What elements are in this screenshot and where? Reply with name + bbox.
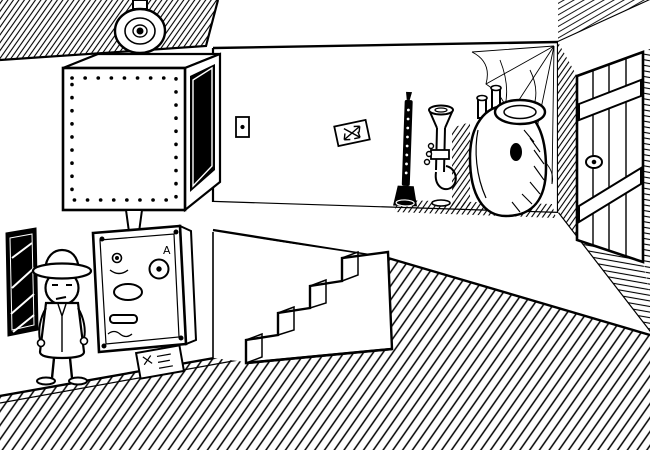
note-paper[interactable] <box>134 344 186 380</box>
vault-opening[interactable] <box>190 64 215 192</box>
hat-icon <box>31 248 93 280</box>
arrows-icon <box>343 125 361 141</box>
tuba[interactable] <box>468 84 548 218</box>
machine-panel[interactable]: A <box>91 224 198 354</box>
wooden-door[interactable] <box>575 50 645 264</box>
trumpet[interactable] <box>423 104 457 207</box>
left-dark-panel[interactable] <box>5 227 39 337</box>
machine-label: A <box>163 244 171 257</box>
stairs[interactable] <box>244 250 394 365</box>
clarinet[interactable] <box>393 91 421 207</box>
hanging-vault[interactable] <box>61 52 222 233</box>
machine-dial[interactable] <box>148 258 170 280</box>
tuba-back-shadow <box>452 122 470 208</box>
wall-sign-arrows[interactable] <box>333 118 371 148</box>
door-handle[interactable] <box>585 155 603 169</box>
face <box>52 284 72 300</box>
light-switch[interactable] <box>235 116 250 138</box>
detective-character <box>31 248 93 386</box>
